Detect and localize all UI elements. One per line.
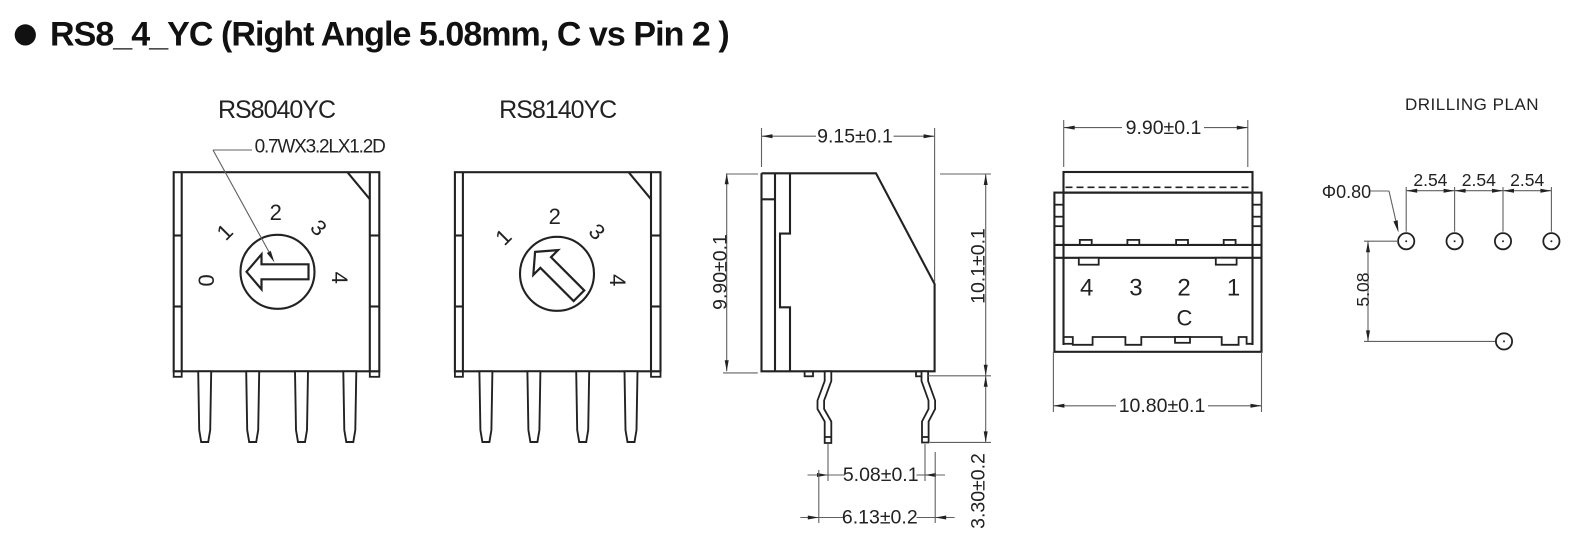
svg-text:10.1±0.1: 10.1±0.1	[968, 228, 990, 304]
svg-text:5.08: 5.08	[1353, 273, 1373, 307]
svg-text:9.90±0.1: 9.90±0.1	[1126, 117, 1202, 139]
svg-text:3.30±0.2: 3.30±0.2	[968, 453, 990, 529]
svg-text:2.54: 2.54	[1413, 170, 1447, 190]
svg-text:3: 3	[1129, 274, 1142, 301]
svg-text:9.90±0.1: 9.90±0.1	[710, 234, 732, 310]
svg-text:4: 4	[1080, 274, 1093, 301]
svg-text:2: 2	[270, 200, 282, 225]
svg-text:DRILLING PLAN: DRILLING PLAN	[1405, 95, 1539, 114]
svg-text:10.80±0.1: 10.80±0.1	[1119, 395, 1206, 417]
svg-text:2.54: 2.54	[1510, 170, 1544, 190]
svg-text:4: 4	[605, 274, 630, 286]
svg-text:RS8140YC: RS8140YC	[499, 96, 617, 124]
svg-text:0.7WX3.2LX1.2D: 0.7WX3.2LX1.2D	[255, 136, 385, 157]
svg-text:2: 2	[1177, 274, 1190, 301]
svg-text:6.13±0.2: 6.13±0.2	[842, 507, 918, 529]
svg-text:4: 4	[327, 272, 352, 284]
svg-text:Φ0.80: Φ0.80	[1322, 182, 1371, 202]
svg-text:0: 0	[194, 274, 219, 286]
svg-text:1: 1	[1227, 274, 1240, 301]
svg-text:C: C	[1177, 305, 1193, 330]
svg-text:RS8040YC: RS8040YC	[218, 96, 336, 124]
svg-text:2: 2	[549, 204, 561, 229]
svg-text:9.15±0.1: 9.15±0.1	[817, 125, 893, 147]
svg-text:2.54: 2.54	[1462, 170, 1496, 190]
svg-text:RS8_4_YC (Right Angle 5.08mm,: RS8_4_YC (Right Angle 5.08mm, C vs Pin 2…	[50, 15, 729, 53]
svg-text:5.08±0.1: 5.08±0.1	[843, 464, 919, 486]
